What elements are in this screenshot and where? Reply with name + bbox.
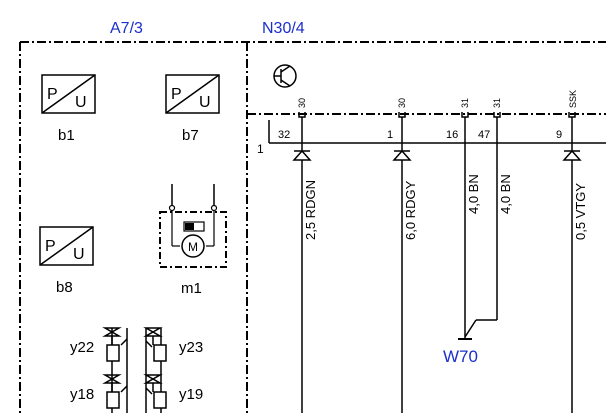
sensor-b7[interactable]: P U b7 — [165, 74, 220, 144]
terminal-dot — [168, 204, 176, 212]
pin-16[interactable]: 31 16 4,0 BN — [446, 98, 481, 338]
pin-32[interactable]: 30 32 2,5 RDGN — [278, 98, 318, 413]
voltage-label: U — [75, 94, 87, 111]
terminal-label: 31 — [460, 98, 470, 108]
module-boundaries — [19, 41, 606, 413]
pin-47[interactable]: 31 47 4,0 BN — [464, 98, 513, 338]
valve-block — [102, 327, 167, 413]
pin-number: 16 — [446, 129, 458, 141]
terminal-label: 30 — [297, 98, 307, 108]
motor-symbol: M — [188, 240, 198, 254]
pin-9[interactable]: SSK 9 0,5 VTGY — [556, 90, 588, 413]
valve-label-y22[interactable]: y22 — [70, 339, 94, 356]
ground-label-w70[interactable]: W70 — [443, 347, 478, 366]
wire-label: 0,5 VTGY — [573, 183, 588, 240]
motor-icon — [181, 234, 205, 258]
sensor-b1[interactable]: P U b1 — [41, 74, 96, 144]
pressure-label: P — [171, 86, 182, 103]
pin-number: 1 — [387, 129, 393, 141]
pin-number: 47 — [478, 129, 490, 141]
valve-label-y19[interactable]: y19 — [179, 386, 203, 403]
module-label-a7-3[interactable]: A7/3 — [110, 20, 143, 37]
pin-number: 32 — [278, 129, 290, 141]
terminal-label: 30 — [397, 98, 407, 108]
valve-label-y18[interactable]: y18 — [70, 386, 94, 403]
pressure-label: P — [45, 238, 56, 255]
motor-m1[interactable]: M m1 — [159, 184, 227, 297]
pin-number: 9 — [556, 129, 562, 141]
transistor-icon — [273, 64, 297, 88]
motor-name: m1 — [181, 280, 202, 297]
valve-label-y23[interactable]: y23 — [179, 339, 203, 356]
module-label-n30-4[interactable]: N30/4 — [262, 20, 305, 37]
wire-label: 4,0 BN — [466, 174, 481, 214]
sensor-b8[interactable]: P U b8 — [39, 226, 94, 296]
sensor-name: b7 — [182, 127, 199, 144]
voltage-label: U — [199, 94, 211, 111]
terminal-label: 31 — [492, 98, 502, 108]
wire-label: 4,0 BN — [498, 174, 513, 214]
sensor-name: b1 — [58, 127, 75, 144]
voltage-label: U — [73, 246, 85, 263]
wire-label: 6,0 RDGY — [403, 180, 418, 240]
wire-label: 2,5 RDGN — [303, 180, 318, 240]
sensor-name: b8 — [56, 279, 73, 296]
terminal-dot — [210, 204, 218, 212]
connector-row-label: 1 — [257, 142, 264, 156]
pin-1[interactable]: 30 1 6,0 RDGY — [387, 98, 418, 413]
terminal-label: SSK — [568, 90, 578, 108]
pressure-label: P — [47, 86, 58, 103]
